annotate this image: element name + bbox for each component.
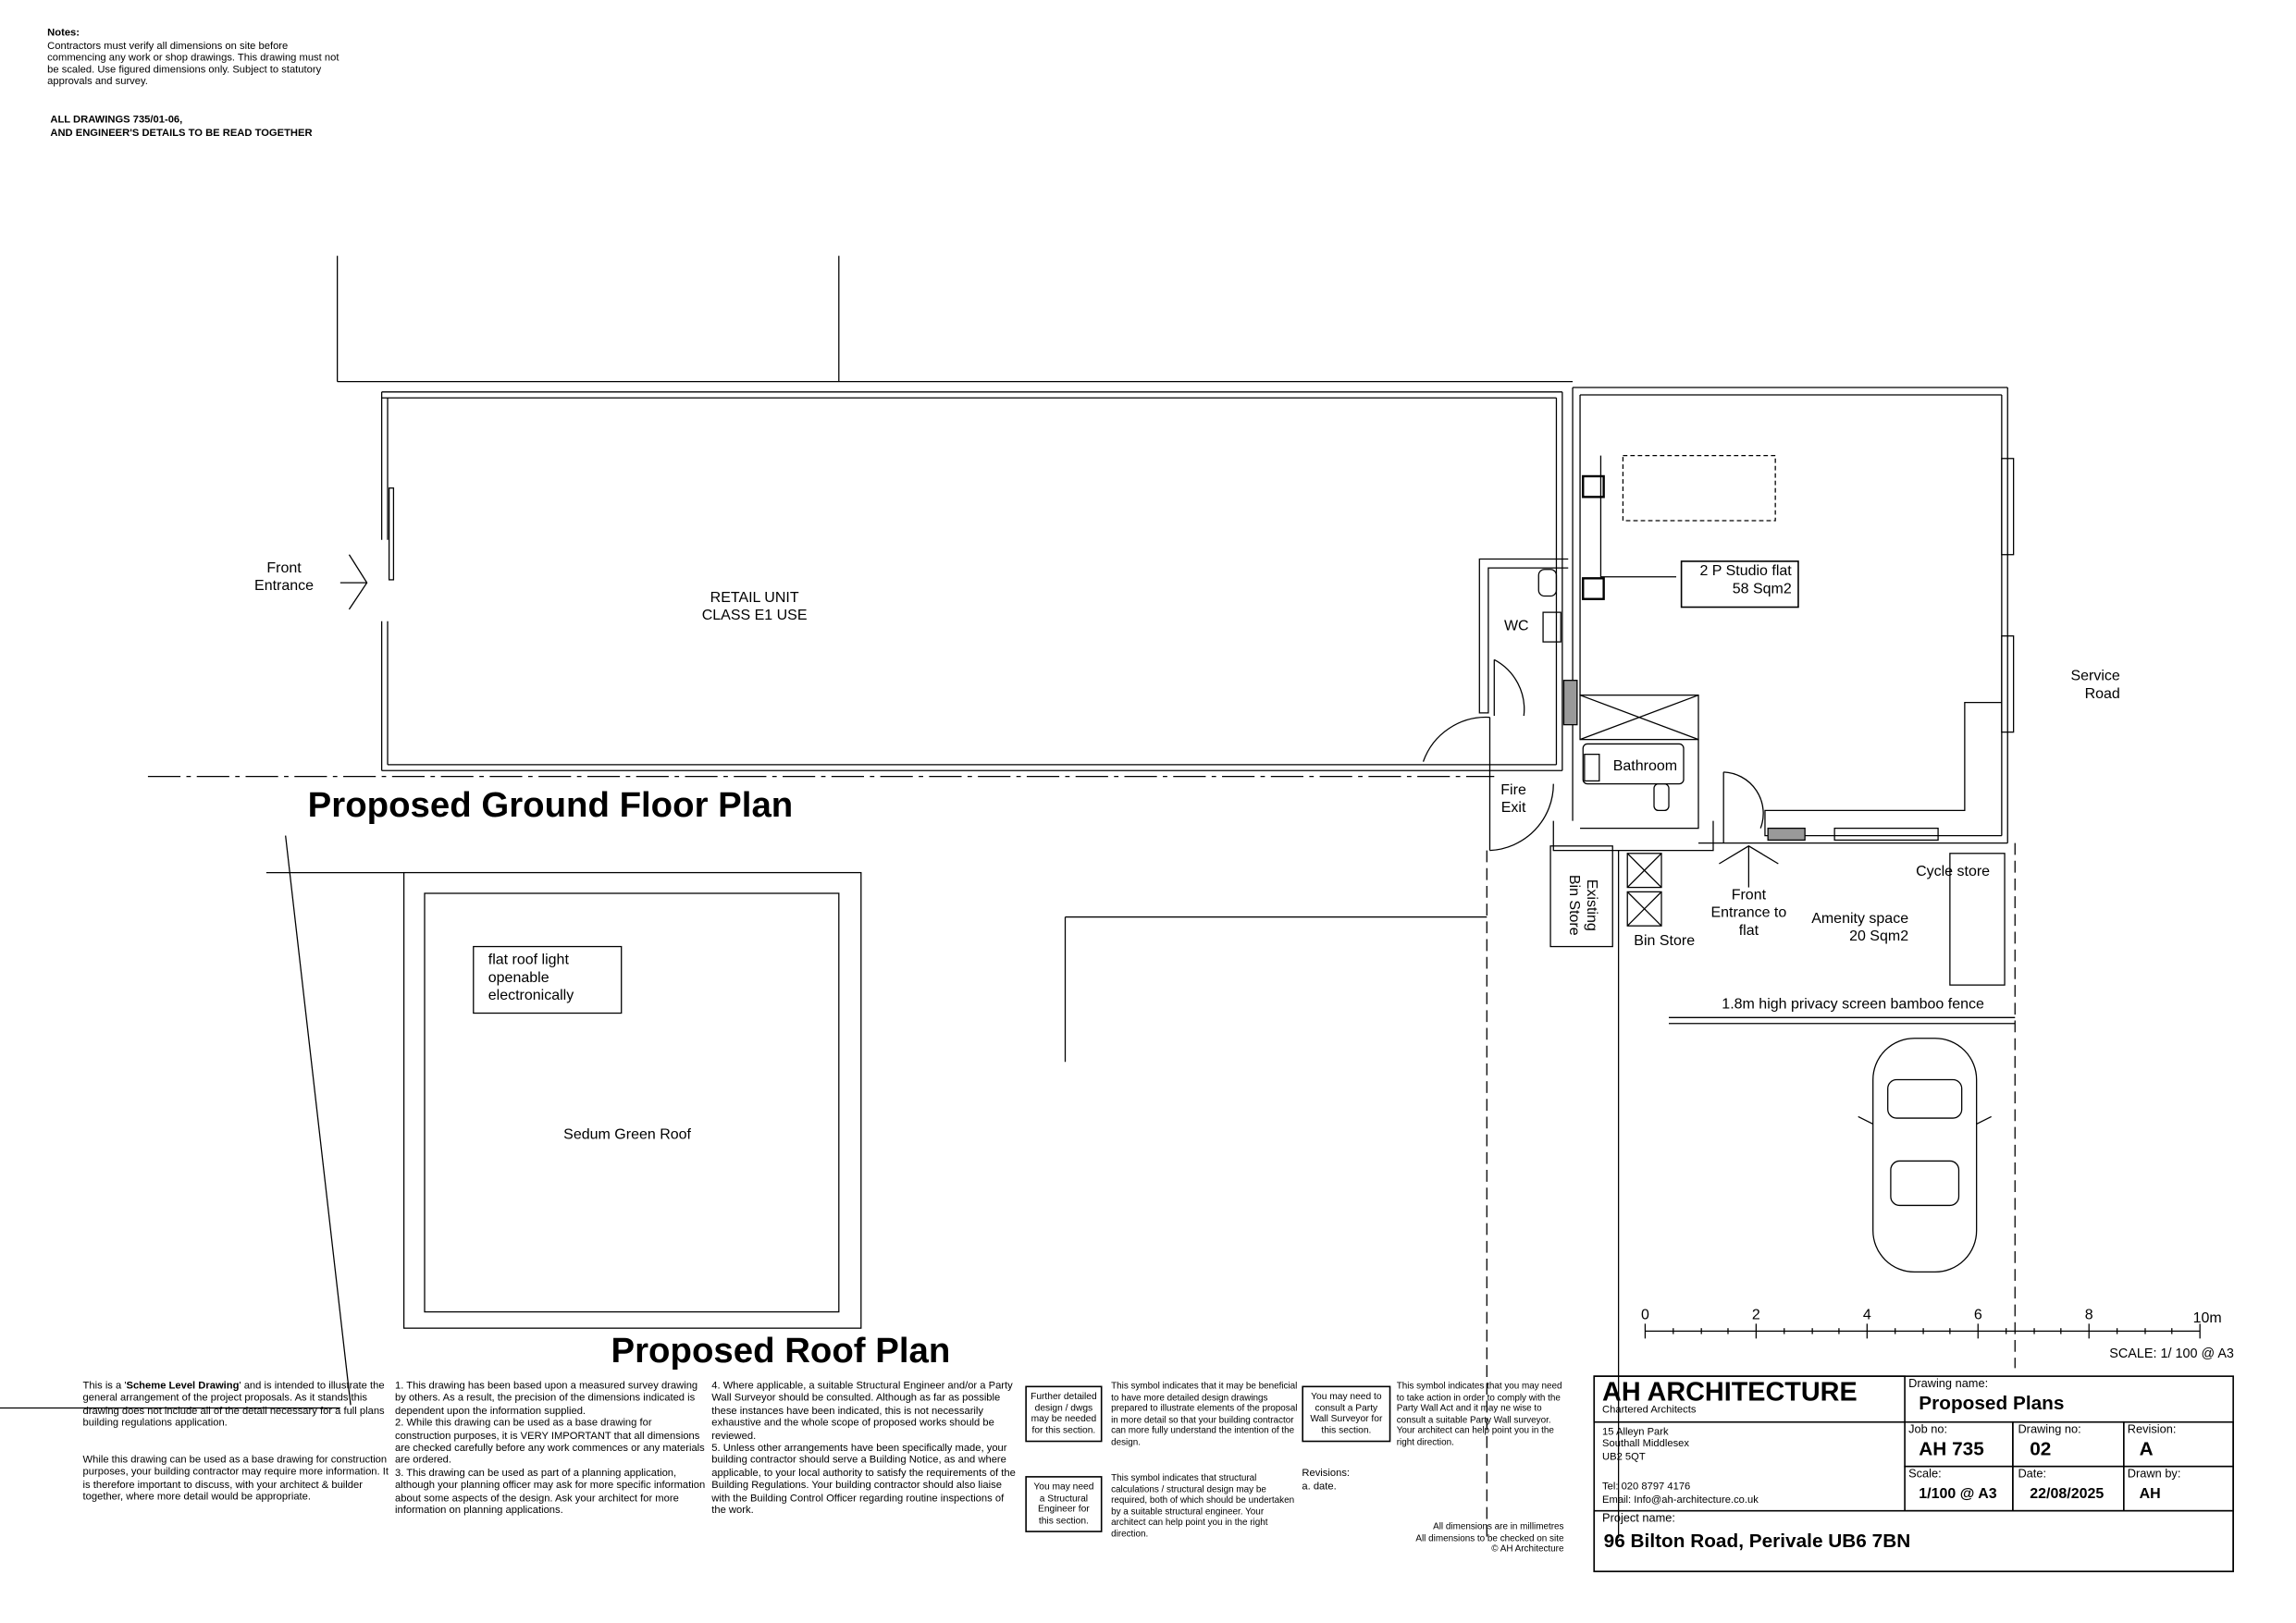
title-block-cell — [1593, 1375, 1906, 1423]
car-symbol — [1858, 1038, 1992, 1273]
scale-tick-label: 4 — [1862, 1307, 1871, 1324]
revisions-label: Revisions: — [1302, 1469, 1351, 1480]
engineer-notes: 4. Where applicable, a suitable Structur… — [711, 1381, 1016, 1517]
roof-plan-outline — [402, 871, 862, 1329]
scale-tick-label: 2 — [1751, 1307, 1760, 1324]
front-entrance-flat-label: Front Entrance to flat — [1710, 887, 1787, 940]
service-road-label: Service Road — [2070, 668, 2120, 703]
drawing-name: Proposed Plans — [1919, 1391, 2065, 1414]
job-no: AH 735 — [1919, 1437, 1984, 1460]
retail-unit-walls — [380, 391, 1563, 771]
studio-flat-walls — [1562, 387, 2015, 844]
fire-exit-label: Fire Exit — [1500, 782, 1526, 817]
base-drawing-note: While this drawing can be used as a base… — [82, 1455, 389, 1504]
project-name: 96 Bilton Road, Perivale UB6 7BN — [1603, 1529, 1911, 1552]
drawn-by-label: Drawn by: — [2127, 1467, 2181, 1481]
scale-tick-label: 8 — [2084, 1307, 2093, 1324]
scale-tick-label: 10m — [2192, 1309, 2222, 1327]
scale-bar — [1644, 1323, 2201, 1339]
existing-bin-store-label: Existing Bin Store — [1565, 874, 1599, 936]
structural-symbol-text: This symbol indicates that structural ca… — [1111, 1472, 1295, 1540]
revision-label: Revision: — [2127, 1422, 2177, 1436]
notes-line: approvals and survey. — [47, 77, 148, 88]
scale-text: SCALE: 1/ 100 @ A3 — [2109, 1346, 2234, 1361]
company-email: Email: Info@ah-architecture.co.uk — [1602, 1494, 1759, 1506]
roof-light-label: flat roof light openable electronically — [488, 952, 574, 1004]
company-address: 15 Alleyn Park Southall Middlesex UB2 5Q… — [1602, 1427, 1690, 1463]
company-subtitle: Chartered Architects — [1602, 1405, 1697, 1416]
drawing-name-label: Drawing name: — [1908, 1376, 1989, 1391]
notes-line: be scaled. Use figured dimensions only. … — [47, 65, 322, 76]
scheme-level-note: This is a 'Scheme Level Drawing' and is … — [82, 1381, 385, 1430]
cycle-store-label: Cycle store — [1916, 863, 1991, 880]
ground-floor-plan-title: Proposed Ground Floor Plan — [307, 785, 794, 826]
title-block-cell — [1593, 1509, 2234, 1573]
company-tel: Tel: 020 8797 4176 — [1602, 1482, 1691, 1493]
neighbour-walls — [337, 255, 1574, 383]
read-together-note: AND ENGINEER'S DETAILS TO BE READ TOGETH… — [50, 129, 313, 140]
sedum-roof-label: Sedum Green Roof — [563, 1126, 691, 1144]
amenity-space-label: Amenity space 20 Sqm2 — [1811, 911, 1909, 945]
bin-store-label: Bin Store — [1634, 933, 1696, 950]
bathroom-walls — [1552, 695, 1764, 852]
wc-label: WC — [1503, 618, 1529, 635]
job-no-label: Job no: — [1908, 1422, 1948, 1436]
front-entrance-label: Front Entrance — [254, 560, 315, 595]
wc-walls — [1422, 558, 1569, 852]
fence-label: 1.8m high privacy screen bamboo fence — [1722, 996, 1984, 1014]
notes-heading: Notes: — [47, 28, 80, 39]
revision-item: a. date. — [1302, 1482, 1337, 1493]
read-together-note: ALL DRAWINGS 735/01-06, — [50, 115, 183, 126]
party-wall-symbol-box: You may need to consult a Party Wall Sur… — [1302, 1385, 1391, 1443]
design-symbol-box: Further detailed design / dwgs may be ne… — [1025, 1385, 1103, 1443]
scale-label: Scale: — [1908, 1467, 1942, 1481]
party-wall-symbol-text: This symbol indicates that you may need … — [1396, 1381, 1562, 1447]
structural-symbol-box: You may need a Structural Engineer for t… — [1025, 1476, 1103, 1532]
project-name-label: Project name: — [1602, 1511, 1675, 1525]
dimension-notes: All dimensions are in millimetres All di… — [1415, 1521, 1564, 1555]
date-value: 22/08/2025 — [2030, 1486, 2105, 1503]
scale-tick-label: 6 — [1973, 1307, 1982, 1324]
drawing-no: 02 — [2030, 1437, 2052, 1460]
notes-line: Contractors must verify all dimensions o… — [47, 41, 289, 52]
drawing-no-label: Drawing no: — [2018, 1422, 2081, 1436]
front-entrance-arrow — [348, 554, 368, 610]
studio-flat-label: 2 P Studio flat 58 Sqm2 — [1680, 560, 1799, 609]
retail-unit-label: RETAIL UNIT CLASS E1 USE — [701, 590, 808, 624]
revision: A — [2139, 1437, 2154, 1460]
design-symbol-text: This symbol indicates that it may be ben… — [1111, 1381, 1298, 1447]
survey-notes: 1. This drawing has been based upon a me… — [395, 1381, 706, 1517]
scale-value: 1/100 @ A3 — [1919, 1486, 1997, 1503]
roof-plan-title: Proposed Roof Plan — [611, 1331, 951, 1371]
date-label: Date: — [2018, 1467, 2047, 1481]
external-boundaries — [0, 835, 2016, 1539]
drawn-by: AH — [2139, 1486, 2161, 1503]
scale-tick-label: 0 — [1640, 1307, 1649, 1324]
bathroom-label: Bathroom — [1612, 758, 1678, 776]
notes-line: commencing any work or shop drawings. Th… — [47, 53, 339, 64]
company-name: AH ARCHITECTURE — [1602, 1376, 1858, 1407]
